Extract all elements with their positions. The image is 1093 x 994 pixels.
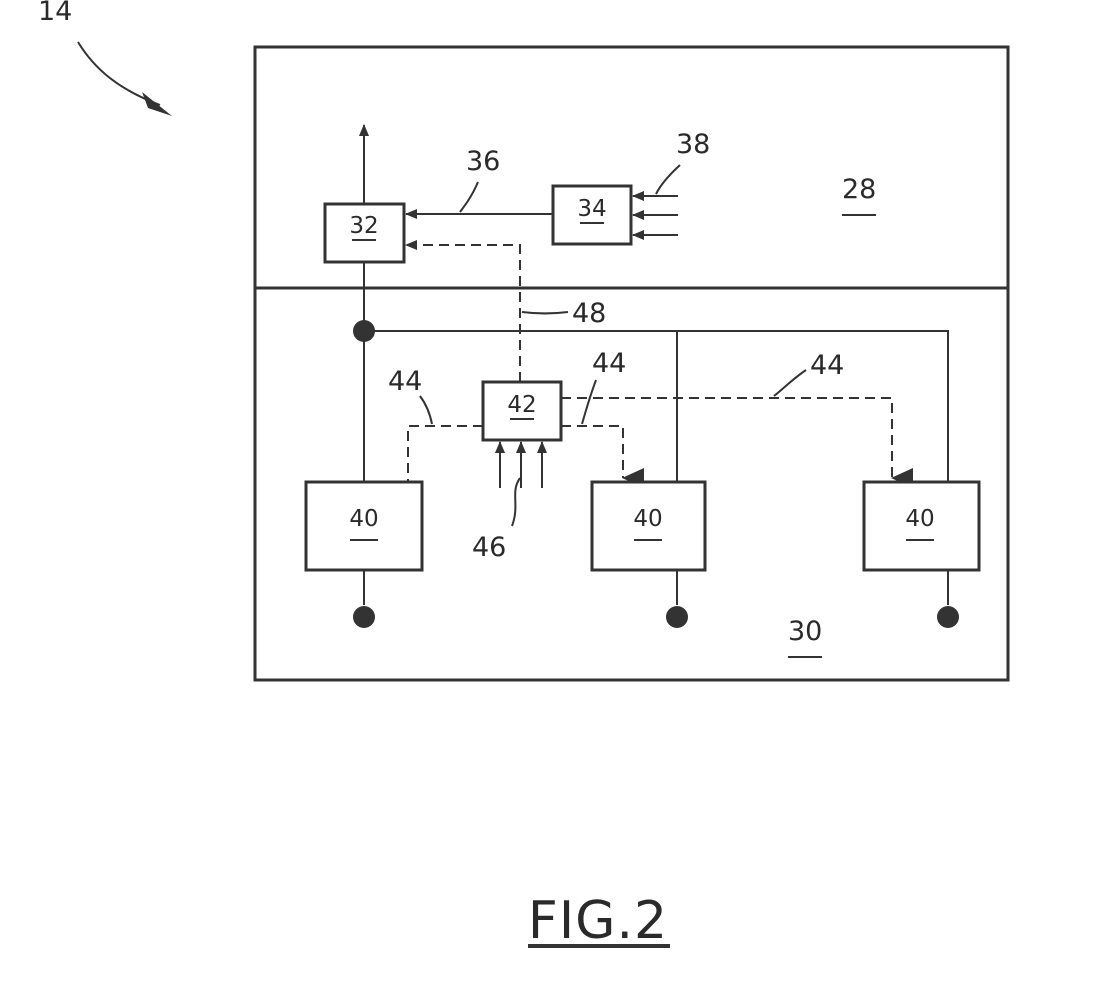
callout-44-middle: 44 bbox=[592, 348, 626, 379]
terminal-dot-left bbox=[353, 606, 375, 628]
reference-numeral-14: 14 bbox=[38, 0, 72, 27]
junction-dot bbox=[353, 320, 375, 342]
figure-caption: FIG.2 bbox=[528, 891, 668, 951]
terminal-dot-right bbox=[937, 606, 959, 628]
block-40-right-label: 40 bbox=[905, 506, 934, 532]
callout-44-left-leader bbox=[420, 396, 432, 424]
callout-38-leader bbox=[656, 165, 680, 194]
callout-48-leader bbox=[522, 312, 568, 314]
callout-46: 46 bbox=[472, 532, 506, 563]
callout-36: 36 bbox=[466, 146, 500, 177]
link-44-right bbox=[561, 398, 892, 478]
region-label-28: 28 bbox=[842, 174, 876, 205]
block-34-label: 34 bbox=[577, 196, 606, 222]
bus-line bbox=[364, 331, 948, 482]
callout-48: 48 bbox=[572, 298, 606, 329]
link-48 bbox=[406, 245, 520, 382]
link-44-middle bbox=[561, 426, 623, 478]
terminal-dot-middle bbox=[666, 606, 688, 628]
block-40-left-label: 40 bbox=[349, 506, 378, 532]
callout-36-leader bbox=[460, 182, 478, 212]
callout-46-leader bbox=[512, 478, 520, 526]
block-42-label: 42 bbox=[507, 392, 536, 418]
callout-38: 38 bbox=[676, 129, 710, 160]
outer-frame bbox=[255, 47, 1008, 680]
link-44-left bbox=[408, 426, 483, 482]
callout-44-right: 44 bbox=[810, 350, 844, 381]
callout-44-middle-leader bbox=[582, 380, 596, 424]
callout-44-right-leader bbox=[774, 370, 806, 396]
callout-44-left: 44 bbox=[388, 366, 422, 397]
region-label-30: 30 bbox=[788, 616, 822, 647]
block-40-middle-label: 40 bbox=[633, 506, 662, 532]
reference-arrowhead bbox=[142, 92, 172, 116]
block-32-label: 32 bbox=[349, 213, 378, 239]
reference-arrow-14 bbox=[78, 42, 160, 105]
